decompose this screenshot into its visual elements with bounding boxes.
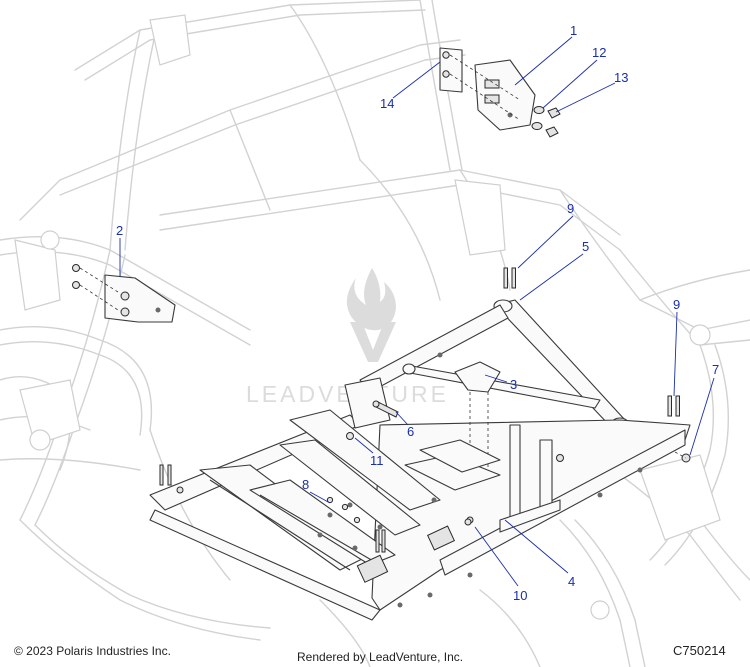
v-logo-icon	[350, 322, 396, 362]
callout-8: 8	[302, 477, 309, 492]
part-4-battery-tray	[404, 424, 564, 533]
callout-labels: 1 2 3 4 5 6 7 8 9 9 10 11 12 13 14	[116, 23, 719, 603]
callout-3: 3	[510, 377, 517, 392]
callout-9b: 9	[673, 297, 680, 312]
callout-5: 5	[582, 239, 589, 254]
part-10-bolt	[464, 518, 472, 526]
callout-4: 4	[568, 574, 575, 589]
part-14-studs	[439, 47, 521, 121]
part-13-nuts	[545, 107, 561, 138]
part-5-frame-assembly	[149, 299, 691, 621]
seat-mount-rails	[199, 409, 456, 583]
part-2-bracket	[72, 264, 176, 323]
flame-icon	[346, 268, 396, 331]
part-7-nut	[674, 451, 691, 463]
part-9-bolts-right	[667, 395, 680, 417]
part-9-bolts-left	[503, 267, 516, 289]
part-11-nut	[346, 432, 354, 440]
callout-10: 10	[513, 588, 527, 603]
part-12-washers	[531, 106, 545, 130]
figure-id: C750214	[673, 643, 726, 658]
part-1-bracket	[474, 59, 536, 131]
leader-lines	[119, 36, 715, 587]
callout-1: 1	[570, 23, 577, 38]
render-credit: Rendered by LeadVenture, Inc.	[297, 650, 464, 664]
copyright-notice: © 2023 Polaris Industries Inc.	[14, 644, 171, 658]
callout-9a: 9	[567, 201, 574, 216]
part-3-bracket	[454, 361, 501, 480]
callout-2: 2	[116, 223, 123, 238]
part-6-bolt	[372, 400, 399, 418]
callout-7: 7	[712, 362, 719, 377]
callout-13: 13	[614, 70, 628, 85]
callout-14: 14	[380, 96, 394, 111]
callout-12: 12	[592, 45, 606, 60]
callout-6: 6	[407, 424, 414, 439]
callout-11: 11	[370, 453, 384, 468]
part-8-fasteners	[159, 464, 386, 553]
